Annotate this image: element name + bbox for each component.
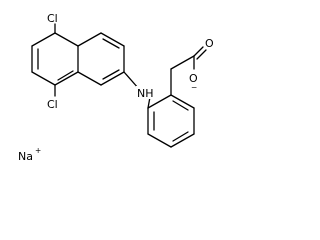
double-bond-line	[172, 131, 189, 142]
bond	[31, 71, 56, 86]
naphthalene-ring-a	[77, 32, 125, 86]
double-bond-c-o	[196, 49, 207, 60]
bond	[54, 71, 79, 86]
bond	[77, 71, 102, 86]
double-bond-line	[57, 70, 74, 81]
double-bond-c-o	[193, 46, 204, 57]
double-bond-line	[102, 69, 120, 80]
bond	[31, 32, 56, 47]
phenyl-ring	[147, 94, 195, 148]
bond	[77, 32, 102, 47]
bond	[147, 133, 172, 148]
bond	[147, 94, 172, 109]
naphthalene-ring-b	[31, 32, 79, 86]
atom-label-nh: NH	[137, 87, 154, 100]
atom-label-o-anion: O	[189, 72, 198, 85]
double-bond-line	[102, 38, 120, 49]
chemical-structure-diagram: Cl Cl NH O O − Na +	[18, 12, 214, 163]
bond	[100, 32, 125, 47]
atom-label-cl-lower: Cl	[47, 98, 58, 111]
bond	[170, 55, 195, 70]
bond	[170, 94, 195, 109]
bond	[170, 133, 195, 148]
double-bond-line	[172, 100, 189, 111]
carboxylate-group	[170, 46, 207, 70]
bond	[100, 71, 125, 86]
atom-label-na: Na	[18, 150, 33, 163]
atom-label-cl-upper: Cl	[47, 12, 58, 25]
charge-na: +	[35, 146, 41, 155]
bond	[54, 32, 79, 47]
atom-label-o-carbonyl: O	[205, 37, 214, 50]
charge-o-anion: −	[191, 83, 197, 92]
